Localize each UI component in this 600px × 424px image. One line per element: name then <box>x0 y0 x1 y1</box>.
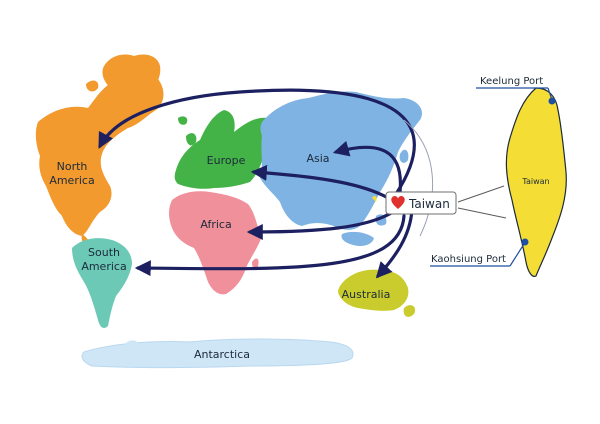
route-arrow-north-america <box>98 88 416 196</box>
route-arrow-europe <box>250 164 390 200</box>
madagascar-island <box>252 258 259 270</box>
japan-island <box>399 149 409 163</box>
route-arrows <box>98 88 416 279</box>
antarctica-label: Antarctica <box>194 348 250 361</box>
australia-landmass <box>338 269 409 311</box>
kaohsiung-port-label: Kaohsiung Port <box>431 254 506 265</box>
keelung-port-label: Keelung Port <box>480 76 543 87</box>
arctic-island <box>86 80 99 92</box>
taiwan-inset-label: Taiwan <box>521 177 549 186</box>
south-america-label-line2: America <box>81 260 126 273</box>
kaohsiung-port-marker <box>521 238 529 246</box>
uk-island <box>186 133 197 146</box>
arctic-island <box>96 98 107 108</box>
north-america-label-line2: America <box>49 174 94 187</box>
taiwan-callout-label: Taiwan <box>408 197 450 211</box>
heart-icon <box>391 196 405 209</box>
taiwan-dot <box>372 195 377 202</box>
new-zealand-island <box>403 305 416 317</box>
inset-connector-line <box>457 185 505 203</box>
australia-label: Australia <box>342 288 391 301</box>
route-arrow-africa <box>246 208 398 240</box>
inset-connector-line <box>457 207 507 219</box>
europe-island <box>178 116 188 125</box>
south-america-landmass <box>72 238 132 328</box>
africa-landmass <box>169 191 262 295</box>
southeast-asia-island <box>341 231 374 246</box>
north-america-label-line1: North <box>57 160 88 173</box>
europe-landmass <box>174 110 272 189</box>
asia-label: Asia <box>306 152 329 165</box>
route-arrow-south-america <box>134 214 406 277</box>
route-arrow-australia <box>375 208 414 279</box>
africa-label: Africa <box>200 218 231 231</box>
kaohsiung-leader-line <box>509 243 525 267</box>
taiwan-inset-island <box>505 87 567 277</box>
south-america-label-line1: South <box>88 246 120 259</box>
greenland-landmass <box>102 54 161 99</box>
decorative-curve <box>403 119 434 237</box>
keelung-port-marker <box>548 97 556 105</box>
route-arrow-asia <box>332 140 403 194</box>
asia-landmass <box>260 91 423 230</box>
europe-label: Europe <box>207 154 246 167</box>
antarctica-peninsula <box>125 340 139 346</box>
antarctica-landmass <box>81 338 354 368</box>
